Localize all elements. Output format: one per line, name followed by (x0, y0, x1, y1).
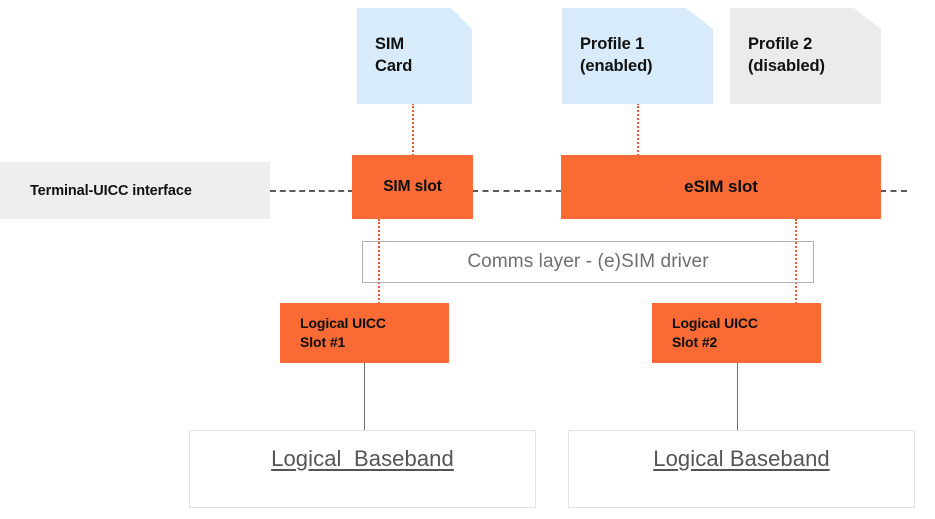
dashed-connector-sim-to-esim-slot (472, 190, 562, 192)
profile-1-label: Profile 1 (enabled) (580, 34, 653, 78)
dotted-connector-sim-card-to-slot (412, 103, 414, 156)
solid-connector-uicc1-to-baseband1 (364, 363, 365, 430)
logical-uicc-slot-1-label: Logical UICC Slot #1 (300, 314, 386, 353)
profile-1-line1: Profile 1 (580, 35, 645, 54)
baseband-1-label: Logical Baseband (271, 446, 454, 471)
dashed-connector-band-to-sim-slot (270, 190, 354, 192)
profile-1-line2: (enabled) (580, 57, 653, 75)
logical-uicc-slot-2-line2: Slot #2 (672, 334, 718, 350)
sim-slot[interactable]: SIM slot (352, 155, 473, 219)
sim-card-line2: Card (375, 57, 413, 75)
profile-2-line1: Profile 2 (748, 35, 813, 54)
sim-card[interactable]: SIM Card (357, 8, 472, 104)
comms-layer-box[interactable]: Comms layer - (e)SIM driver (362, 241, 814, 283)
terminal-uicc-interface-band: Terminal-UICC interface (0, 162, 270, 219)
solid-connector-uicc2-to-baseband2 (737, 363, 738, 430)
comms-layer-label: Comms layer - (e)SIM driver (467, 251, 709, 272)
esim-slot[interactable]: eSIM slot (561, 155, 881, 219)
dotted-connector-esim-slot-to-uicc-2 (795, 219, 797, 304)
logical-uicc-slot-1-line1: Logical UICC (300, 314, 386, 331)
logical-uicc-slot-1-line2: Slot #1 (300, 334, 346, 350)
profile-1-card[interactable]: Profile 1 (enabled) (562, 8, 713, 104)
terminal-uicc-interface-label: Terminal-UICC interface (30, 182, 192, 199)
sim-slot-label: SIM slot (383, 178, 442, 195)
esim-slot-label: eSIM slot (684, 177, 758, 196)
profile-2-line2: (disabled) (748, 57, 825, 75)
logical-uicc-slot-2[interactable]: Logical UICC Slot #2 (652, 303, 821, 363)
logical-uicc-slot-1[interactable]: Logical UICC Slot #1 (280, 303, 449, 363)
profile-2-card[interactable]: Profile 2 (disabled) (730, 8, 881, 104)
sim-card-label: SIM Card (375, 34, 412, 78)
profile-2-label: Profile 2 (disabled) (748, 34, 825, 78)
baseband-box-1[interactable]: Logical Baseband (189, 430, 536, 508)
baseband-2-label: Logical Baseband (653, 446, 830, 471)
dashed-connector-esim-slot-to-edge (880, 190, 907, 192)
dotted-connector-profile1-to-esim-slot (637, 103, 639, 156)
logical-uicc-slot-2-line1: Logical UICC (672, 314, 758, 331)
logical-uicc-slot-2-label: Logical UICC Slot #2 (672, 314, 758, 353)
baseband-box-2[interactable]: Logical Baseband (568, 430, 915, 508)
sim-card-line1: SIM (375, 35, 405, 54)
dotted-connector-sim-slot-to-uicc-1 (378, 219, 380, 304)
